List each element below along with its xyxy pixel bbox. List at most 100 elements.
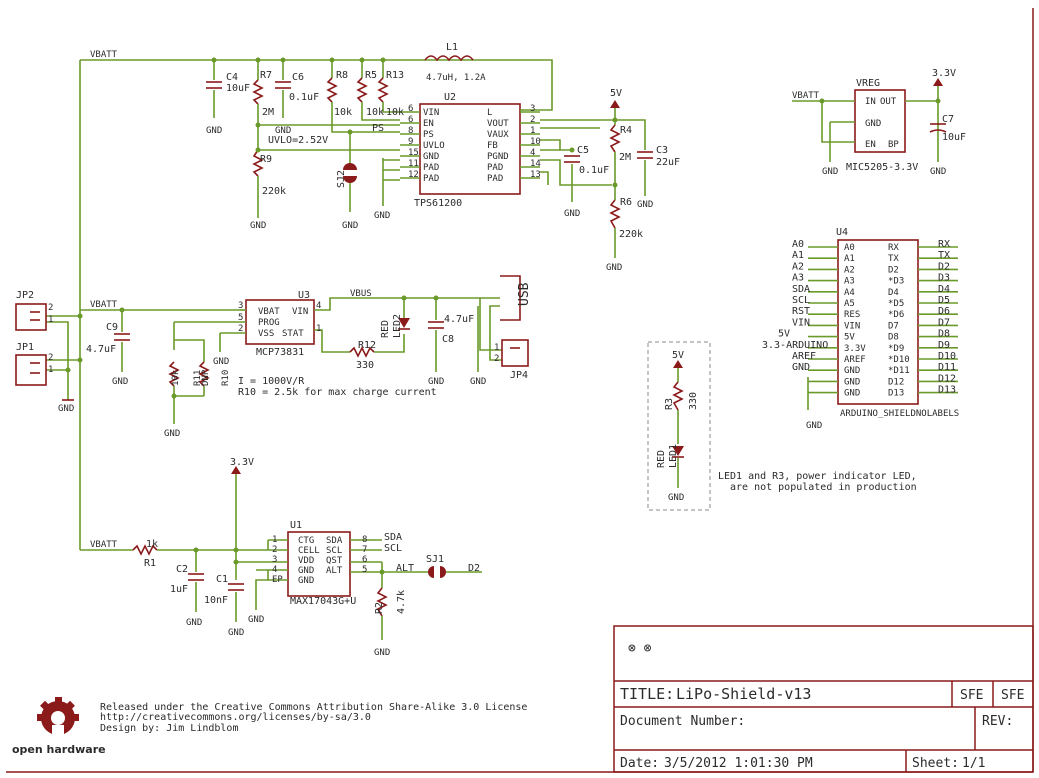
u2-left-pin-name: VIN (423, 108, 439, 118)
u4-left-pin-name: GND (844, 377, 860, 387)
sj2-ref: SJ2 (336, 170, 347, 188)
u1-left-pin-name: VDD (298, 556, 314, 566)
u3-pinnum-stat: 1 (316, 324, 321, 334)
gnd-label-vreg: GND (822, 167, 838, 177)
gnd-label-r6: GND (606, 263, 622, 273)
c8-ref: C8 (442, 334, 454, 345)
gnd-label-c8: GND (428, 377, 444, 387)
u4-right-pin-name: D4 (888, 288, 899, 298)
u2-left-pin-name: GND (423, 152, 439, 162)
u1-right-pin-num: 6 (362, 555, 367, 565)
u3-pinnum-vin: 4 (316, 301, 321, 311)
vreg-pin-in: IN (865, 97, 876, 107)
usb-label: USB (517, 282, 532, 306)
u4-left-pin-name: 3.3V (844, 344, 866, 354)
u2-ref: U2 (444, 92, 456, 103)
r2-value: 4.7k (396, 590, 407, 614)
u4-right-net-label: D10 (938, 351, 956, 362)
u4-left-pin-name: A0 (844, 243, 855, 253)
r12-ref: R12 (358, 340, 376, 351)
license-line-3: Design by: Jim Lindblom (100, 723, 238, 734)
u4-left-net-label: 3.3-ARDUINO (762, 340, 828, 351)
c6-ref: C6 (292, 72, 304, 83)
title-block-logo-marks: ⊗ ⊗ (628, 641, 652, 656)
jp1-connector (15, 354, 47, 386)
u2-right-pin-name: VOUT (487, 119, 509, 129)
r5-ref: R5 (365, 70, 377, 81)
jp2-pin2: 2 (48, 303, 53, 313)
gnd-label-u2: GND (374, 211, 390, 221)
c9-ref: C9 (106, 322, 118, 333)
u1-left-pin-name: CELL (298, 546, 320, 556)
sfe-label-2: SFE (1001, 688, 1024, 703)
u1-left-pin-name: GND (298, 576, 314, 586)
c4-value: 10uF (226, 83, 250, 94)
u1-left-pin-num: EP (272, 575, 283, 585)
jp2-pin1: 1 (48, 315, 53, 325)
u2-chip (419, 103, 521, 195)
net-ps: PS (372, 123, 384, 134)
net-d2: D2 (468, 563, 480, 574)
u3-pin-prog: PROG (258, 318, 280, 328)
u1-part: MAX17043G+U (290, 596, 356, 607)
title-value: LiPo-Shield-v13 (676, 685, 811, 703)
u4-right-net-label: D12 (938, 373, 956, 384)
u2-right-pin-name: PAD (487, 163, 503, 173)
net-sda-u1: SDA (384, 532, 402, 543)
led2-ref: LED2 (392, 314, 403, 338)
u3-pin-vin: VIN (292, 307, 308, 317)
u1-left-pin-num: 2 (272, 545, 277, 555)
net-vbatt-mid: VBATT (90, 300, 118, 310)
u4-right-net-label: TX (938, 250, 950, 261)
l1-ref: L1 (446, 42, 458, 53)
jp1-ref: JP1 (16, 342, 34, 353)
u4-left-pin-name: A3 (844, 277, 855, 287)
gnd-label-u1: GND (248, 615, 264, 625)
gnd-label-led: GND (668, 493, 684, 503)
u2-left-pin-name: PAD (423, 163, 439, 173)
u4-arduino-header (837, 239, 919, 405)
u1-right-pin-num: 8 (362, 535, 367, 545)
u4-right-net-label: D11 (938, 362, 956, 373)
gnd-label-c1: GND (228, 628, 244, 638)
license-line-1: Released under the Creative Commons Attr… (100, 702, 527, 713)
u2-output-network (520, 100, 653, 258)
u1-fuel-gauge (132, 466, 482, 640)
r6-ref: R6 (620, 197, 632, 208)
license-line-2: http://creativecommons.org/licenses/by-s… (100, 712, 371, 723)
u4-right-pin-name: TX (888, 254, 899, 264)
gnd-label-c5: GND (564, 209, 580, 219)
u4-left-net-label: 5V (778, 329, 790, 340)
net-uvlo: UVLO=2.52V (268, 135, 328, 146)
charge-note-2: R10 = 2.5k for max charge current (238, 387, 437, 398)
r9-value: 220k (262, 186, 286, 197)
u3-pin-vss: VSS (258, 329, 274, 339)
c1-value: 10nF (204, 595, 228, 606)
u1-right-pin-name: SCL (326, 546, 342, 556)
r8-ref: R8 (336, 70, 348, 81)
jp1-pin1: 1 (48, 365, 53, 375)
c7-ref: C7 (942, 114, 954, 125)
gnd-label-u4: GND (806, 421, 822, 431)
u2-left-pin-num: 12 (408, 170, 419, 180)
oshw-label: open hardware (12, 743, 106, 756)
gnd-label-usb: GND (470, 377, 486, 387)
gnd-label-c3: GND (637, 200, 653, 210)
net-5v-u2: 5V (610, 88, 622, 99)
drawing-frame (6, 8, 1034, 773)
u2-left-pin-num: 15 (408, 148, 419, 158)
c5-ref: C5 (577, 145, 589, 156)
sj1-ref: SJ1 (426, 554, 444, 565)
r3-ref: R3 (664, 398, 675, 410)
charge-note-1: I = 1000V/R (238, 376, 305, 387)
c8-value: 4.7uF (444, 314, 474, 325)
u3-pinnum-prog: 5 (238, 313, 243, 323)
r13-value: 10k (386, 107, 404, 118)
u4-left-pin-name: GND (844, 389, 860, 399)
u4-right-pin-name: D12 (888, 377, 904, 387)
u4-left-pin-name: GND (844, 366, 860, 376)
u4-right-net-label: D8 (938, 329, 950, 340)
r9-ref: R9 (260, 154, 272, 165)
u4-right-pin-name: D2 (888, 265, 899, 275)
